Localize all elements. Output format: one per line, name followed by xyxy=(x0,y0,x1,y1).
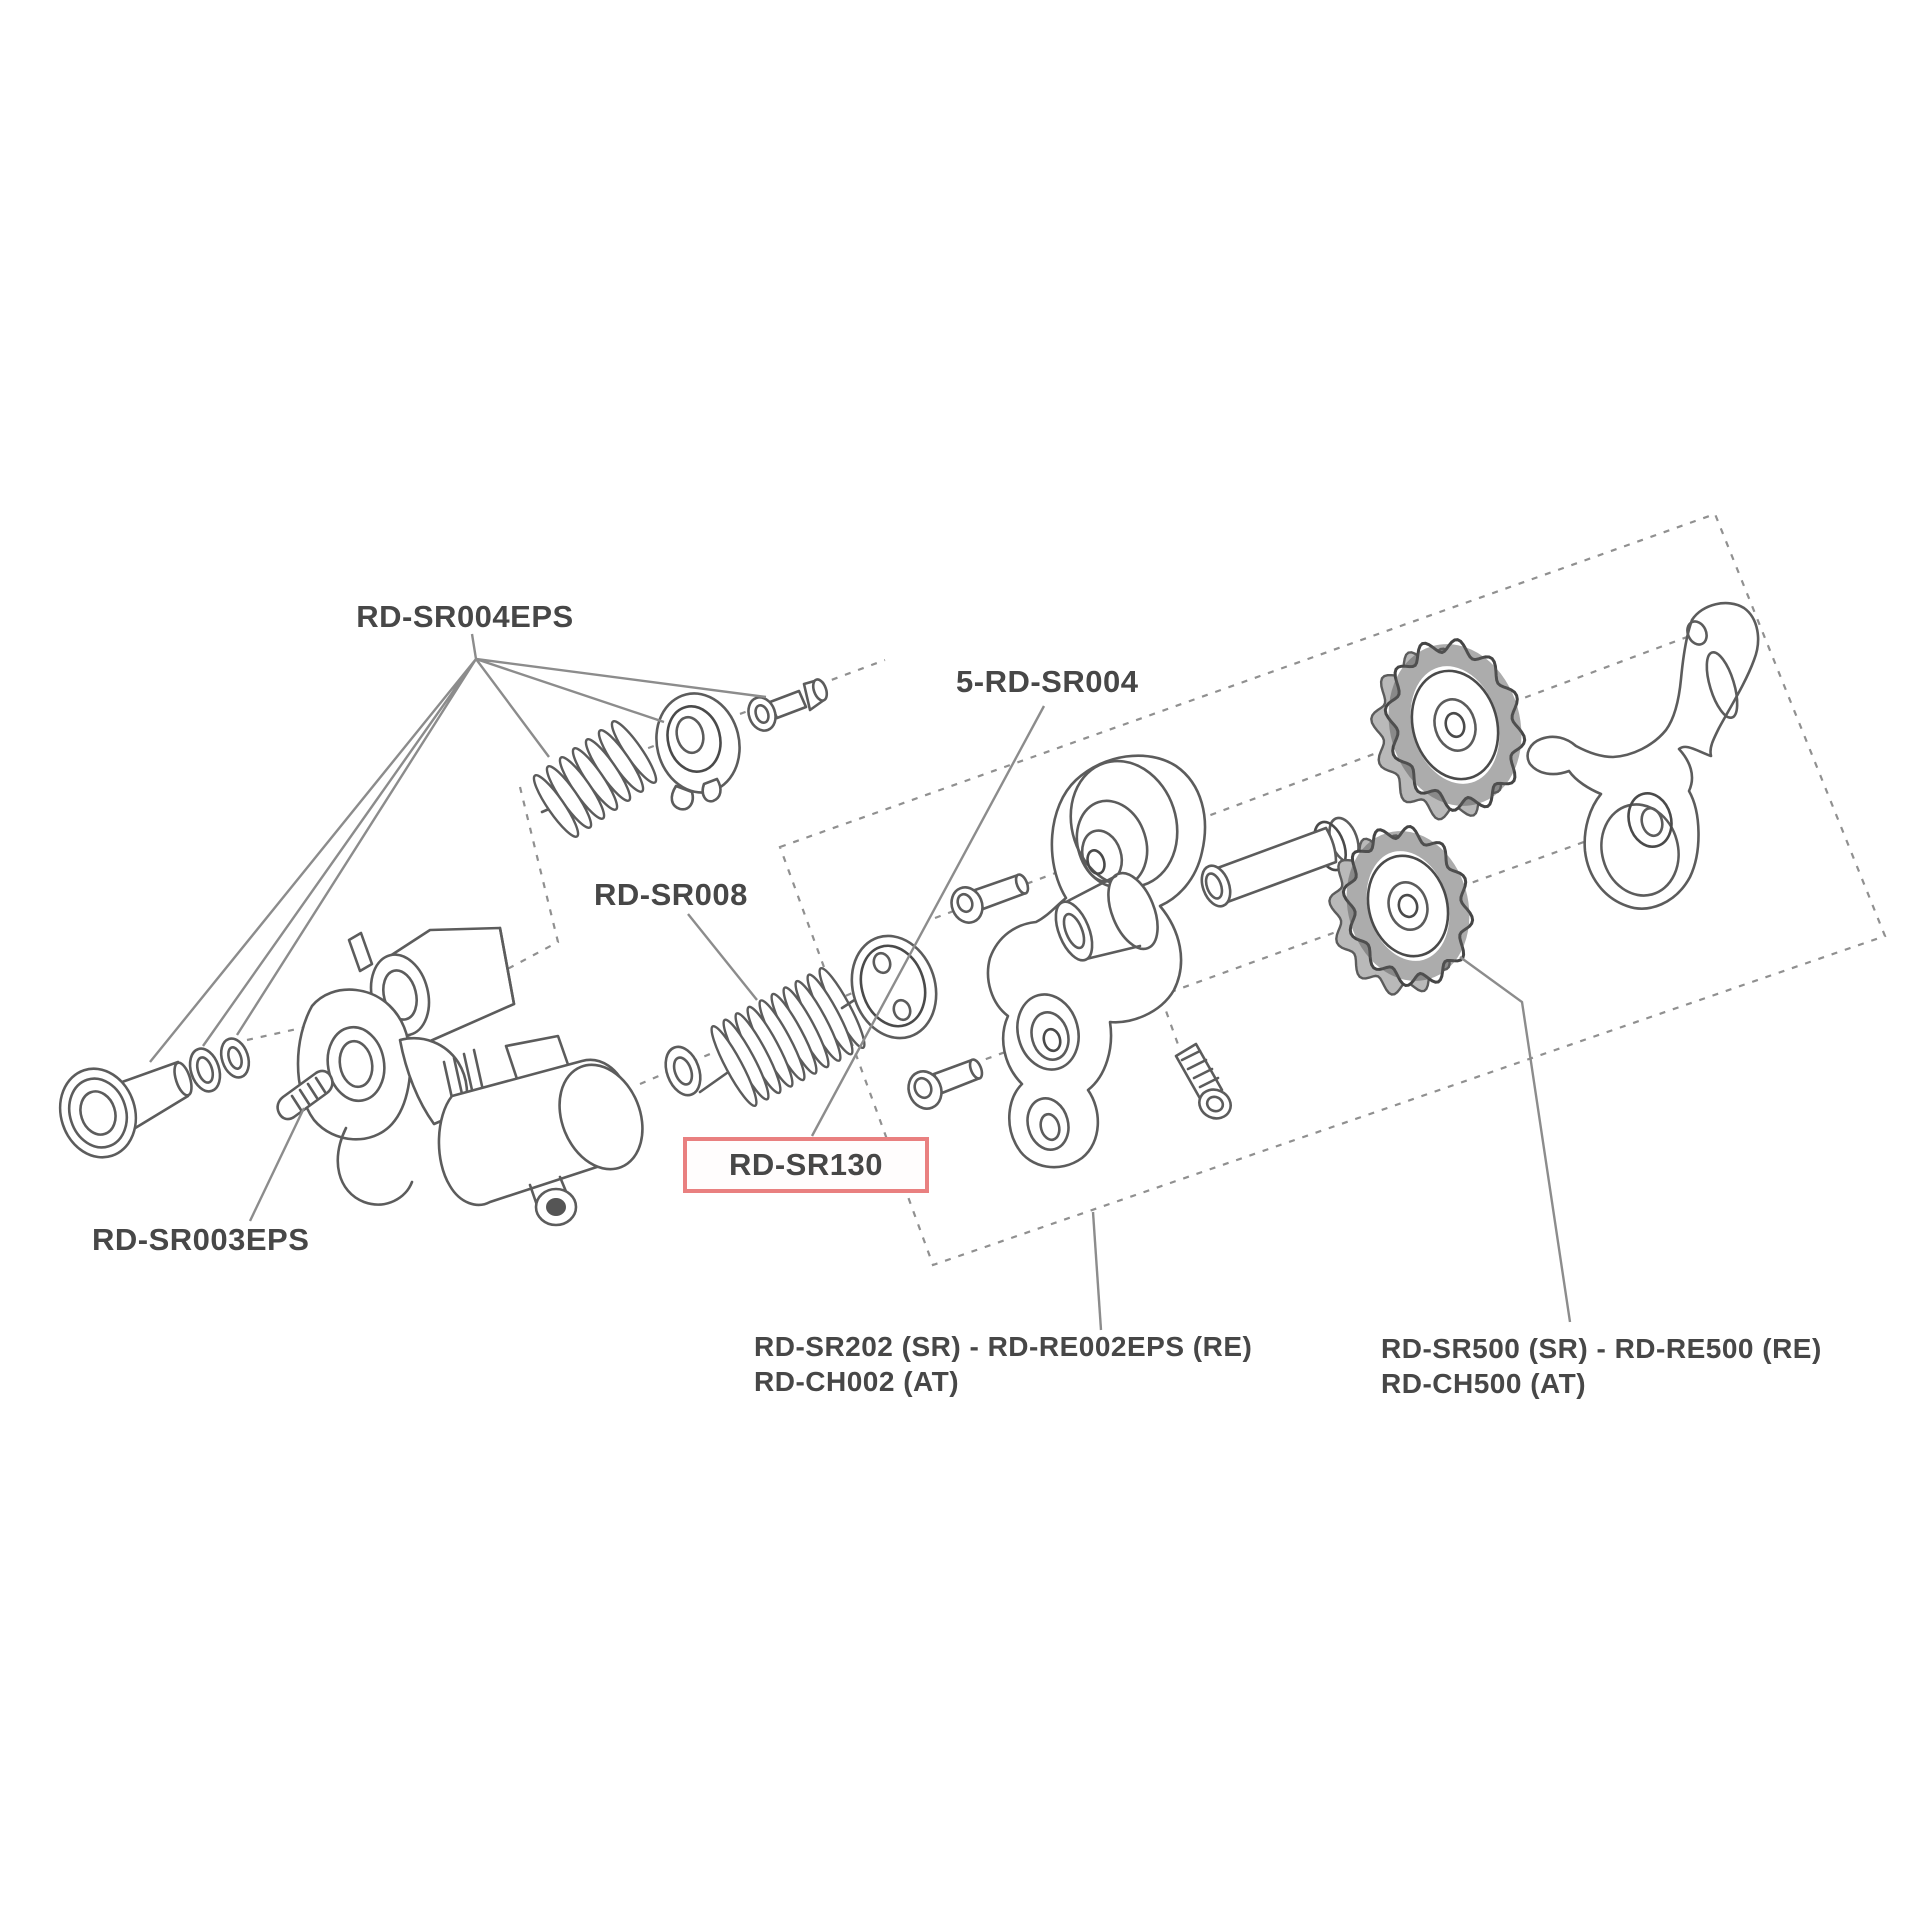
main-spring-group xyxy=(664,966,866,1108)
leader-five-sr004 xyxy=(810,705,1046,1137)
leader-cage-group xyxy=(1091,1211,1103,1331)
leader-sr008 xyxy=(687,913,758,1001)
cage-hub-collar xyxy=(1107,871,1159,951)
dashed-axis-left-bolt xyxy=(246,1018,339,1042)
outer-cage-plate xyxy=(1526,601,1760,910)
label-cage-group-line1: RD-SR202 (SR) - RD-RE002EPS (RE) xyxy=(754,1331,1253,1362)
leader-pulley-group xyxy=(1459,956,1572,1323)
label-rd-sr008: RD-SR008 xyxy=(594,877,748,912)
eps-spring-cap xyxy=(655,692,741,811)
dashed-parallelogram xyxy=(778,512,1887,1267)
eps-adjuster-bolt xyxy=(747,678,829,732)
dashed-axis-body-insert xyxy=(499,786,560,974)
label-rd-sr004eps: RD-SR004EPS xyxy=(356,599,574,634)
label-rd-sr130: RD-SR130 xyxy=(729,1147,883,1182)
highlight-box-rd-sr130: RD-SR130 xyxy=(683,1137,929,1193)
inner-cage-plate xyxy=(986,754,1207,1169)
label-cage-group-line2: RD-CH002 (AT) xyxy=(754,1366,960,1397)
cage-stop-screw xyxy=(1174,1042,1232,1120)
label-rd-sr003eps: RD-SR003EPS xyxy=(92,1222,310,1257)
body-strap xyxy=(336,1126,414,1206)
cage-bolt-upper xyxy=(950,873,1030,924)
eps-spring-group xyxy=(532,678,829,838)
label-pulley-group-line1: RD-SR500 (SR) - RD-RE500 (RE) xyxy=(1381,1333,1822,1364)
pulley-upper xyxy=(1370,638,1527,821)
label-pulley-group-line2: RD-CH500 (AT) xyxy=(1381,1368,1587,1399)
body-plate xyxy=(296,988,412,1141)
spring-cover-disc xyxy=(850,934,938,1040)
pivot-bolt xyxy=(58,1060,193,1159)
body-top-pin xyxy=(347,931,374,973)
leader-lines xyxy=(149,633,1572,1331)
spring-pin-rd-sr003 xyxy=(276,1069,334,1121)
eps-coil-spring xyxy=(532,720,658,838)
leader-sr003eps xyxy=(248,1107,306,1222)
label-pulley-group: RD-SR500 (SR) - RD-RE500 (RE) RD-CH500 (… xyxy=(1381,1331,1822,1401)
pivot-washers xyxy=(188,1037,251,1093)
label-cage-group: RD-SR202 (SR) - RD-RE002EPS (RE) RD-CH00… xyxy=(754,1329,1252,1399)
pulley-lower xyxy=(1328,824,1475,996)
leader-sr004eps xyxy=(149,633,767,1063)
derailleur-body xyxy=(276,926,644,1227)
rd-sr008-coil-spring xyxy=(710,966,866,1108)
cage-bolt-lower xyxy=(907,1058,984,1110)
label-5-rd-sr004: 5-RD-SR004 xyxy=(956,664,1139,699)
spring-washer xyxy=(664,1045,702,1097)
